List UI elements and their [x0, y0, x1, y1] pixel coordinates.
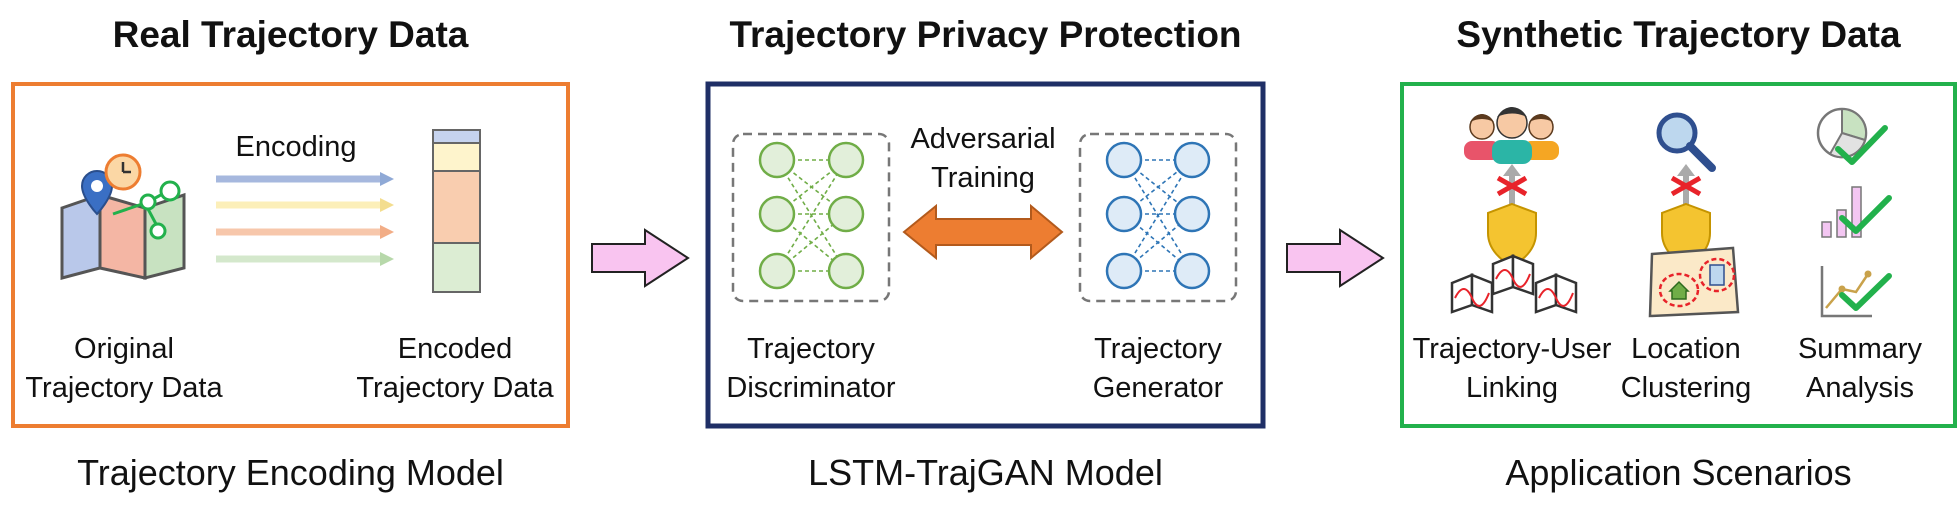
- discriminator-label: Trajectory Discriminator: [726, 333, 896, 404]
- map-with-pin-and-clock-icon: [60, 153, 186, 280]
- panel1-heading: Real Trajectory Data: [112, 14, 469, 55]
- generator-network-icon: [1078, 132, 1238, 303]
- panel-real-trajectory: [11, 82, 570, 428]
- adversarial-training-label: Adversarial Training: [910, 123, 1056, 194]
- pie-chart-check-icon: [1816, 107, 1888, 165]
- summary-analysis-label: Summary Analysis: [1797, 333, 1923, 404]
- blocked-arrow-icon: [1496, 164, 1528, 205]
- encoding-arrows: [216, 172, 394, 266]
- location-clustering-label: Location Clustering: [1620, 333, 1752, 404]
- encoding-label: Encoding: [235, 131, 357, 163]
- trajectory-maps-icon: [1450, 254, 1578, 314]
- generator-label: Trajectory Generator: [1092, 333, 1224, 404]
- discriminator-network-icon: [731, 132, 891, 303]
- original-data-label: Original Trajectory Data: [25, 333, 223, 404]
- panel3-heading: Synthetic Trajectory Data: [1456, 14, 1901, 55]
- flow-arrow-1: [591, 228, 690, 288]
- panel-privacy-protection: [705, 81, 1266, 429]
- encoded-vector-icon: [432, 129, 481, 293]
- magnifier-icon: [1656, 112, 1716, 172]
- users-icon: [1464, 107, 1559, 164]
- panel2-caption: LSTM-TrajGAN Model: [808, 452, 1163, 493]
- line-chart-check-icon: [1820, 266, 1892, 318]
- bar-chart-check-icon: [1821, 186, 1892, 238]
- flow-arrow-2: [1286, 228, 1385, 288]
- panel2-heading: Trajectory Privacy Protection: [729, 14, 1242, 55]
- trajectory-user-linking-label: Trajectory-User Linking: [1412, 333, 1612, 404]
- blocked-arrow-icon: [1670, 164, 1702, 205]
- panel1-caption: Trajectory Encoding Model: [77, 452, 504, 493]
- adversarial-double-arrow: [902, 203, 1064, 261]
- location-map-icon: [1648, 246, 1740, 318]
- encoded-data-label: Encoded Trajectory Data: [356, 333, 554, 404]
- panel-synthetic-trajectory: [1400, 82, 1957, 428]
- panel3-caption: Application Scenarios: [1505, 452, 1852, 493]
